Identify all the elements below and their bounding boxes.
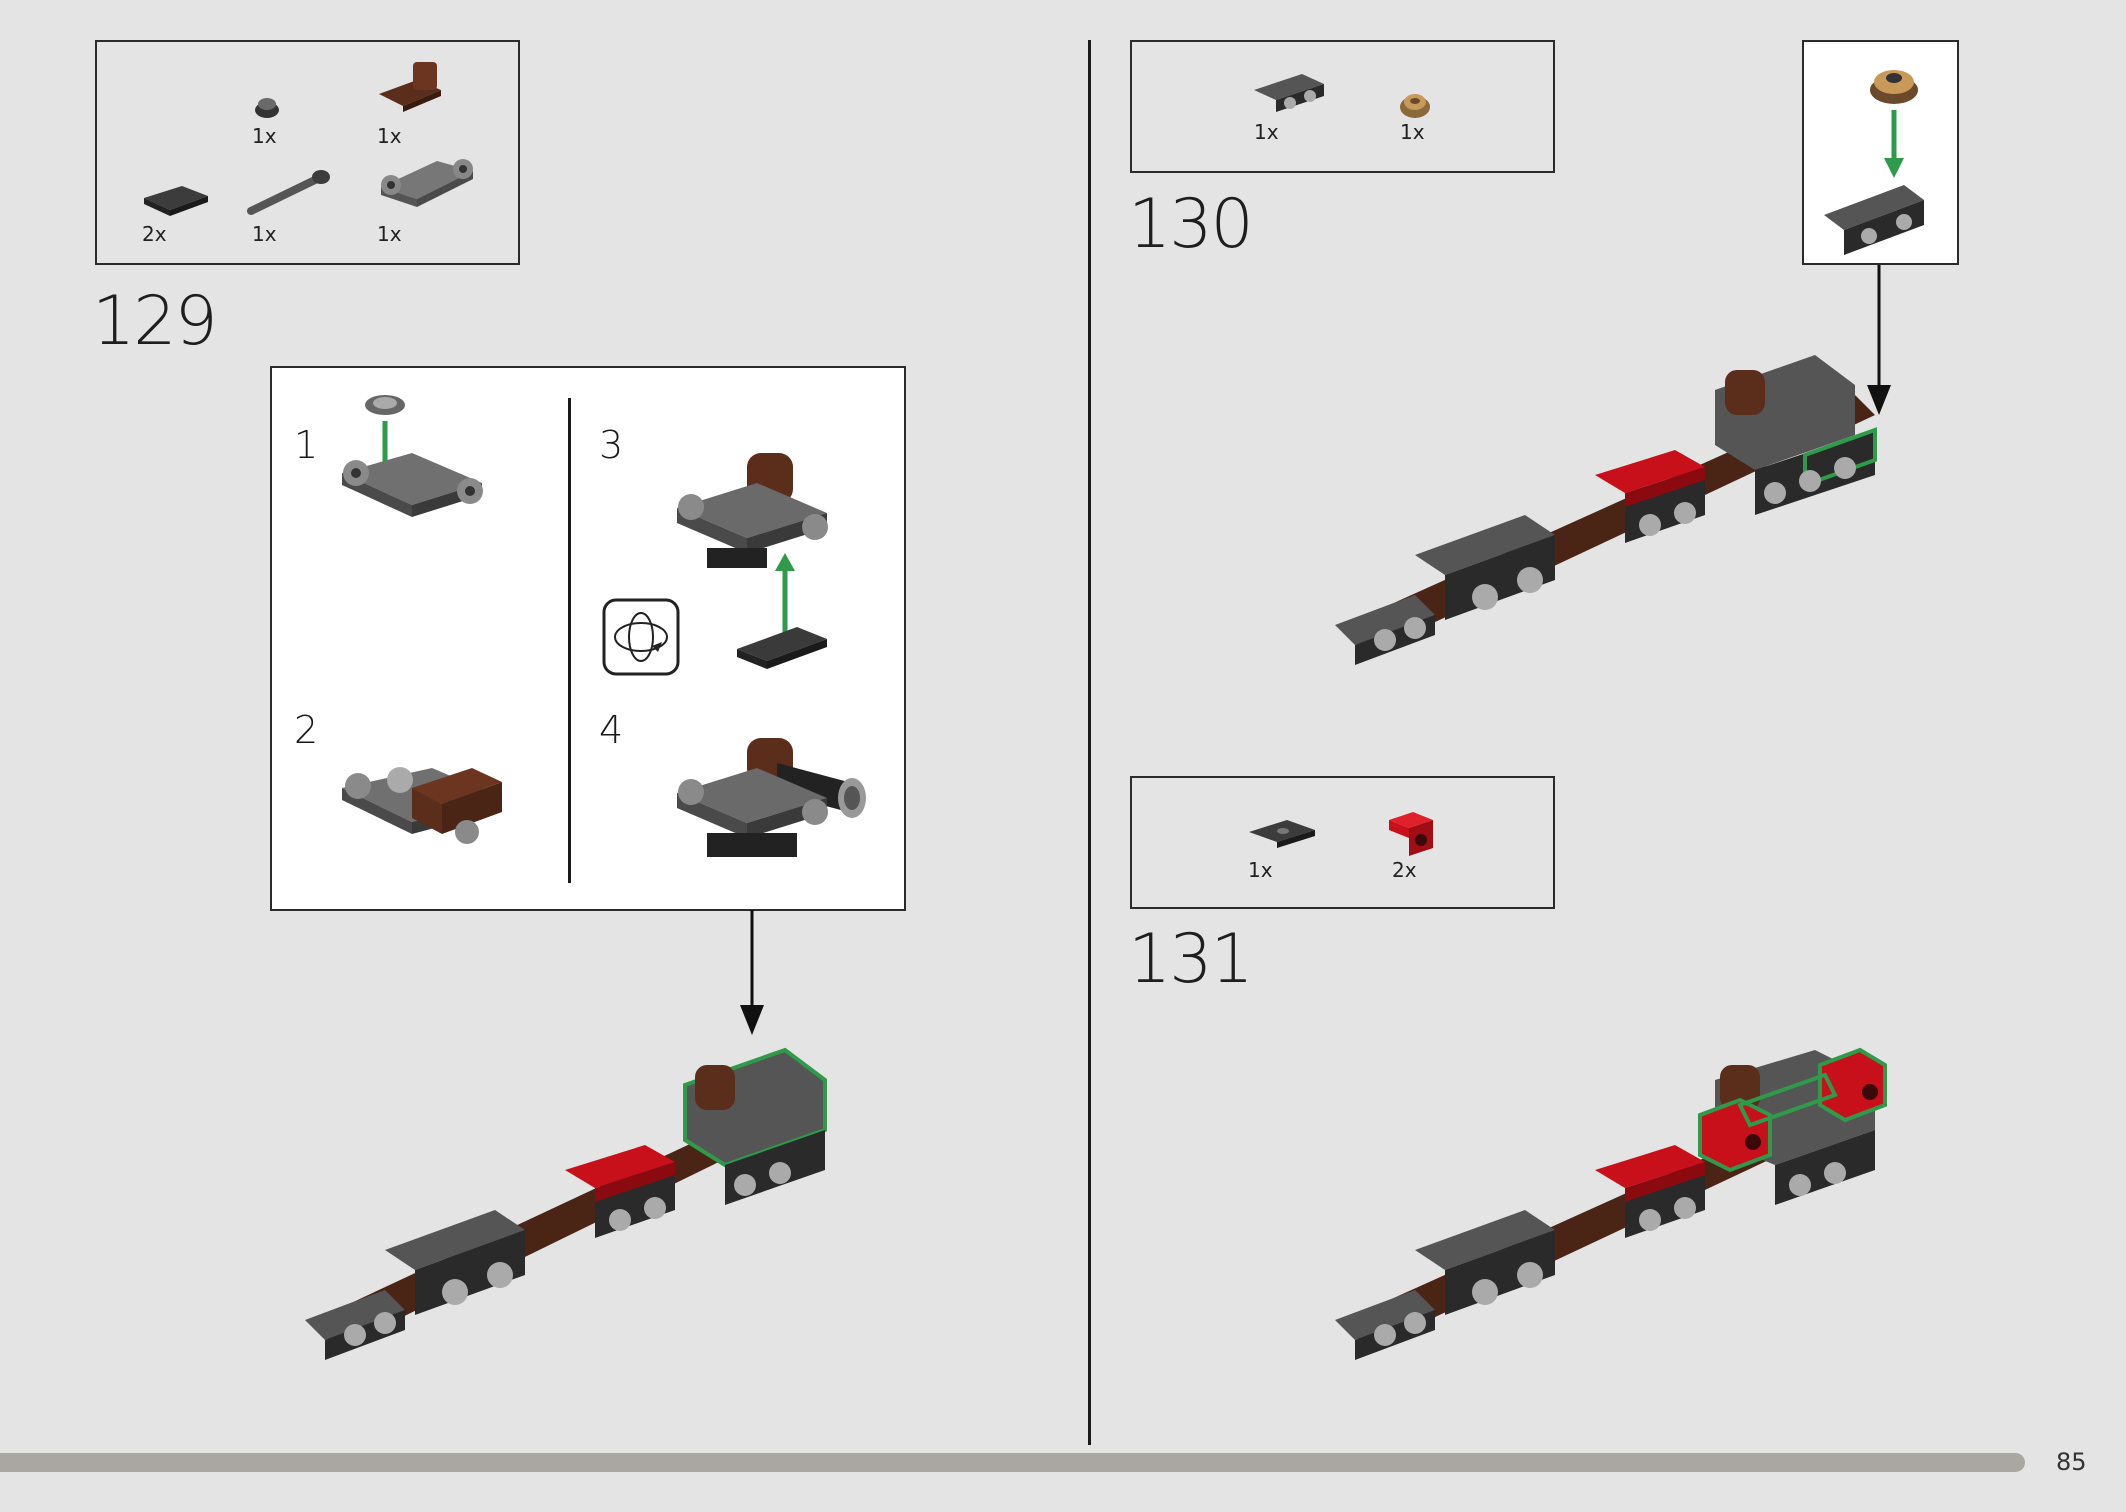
bracket-dark-gray-icon	[1254, 74, 1324, 112]
model-assembly-129	[305, 1047, 827, 1360]
substep-2-illustration	[342, 767, 502, 844]
substep-number: 4	[599, 708, 624, 752]
part-qty: 2x	[1392, 858, 1417, 882]
callout-arrow	[1867, 265, 1891, 415]
detail-illustration	[1824, 70, 1924, 255]
detail-callout-130	[1802, 40, 1959, 265]
part-qty: 1x	[377, 124, 402, 148]
part-qty: 1x	[1254, 120, 1279, 144]
step-number: 131	[1128, 920, 1254, 999]
part-qty: 1x	[377, 222, 402, 246]
red-bracket-icon	[1389, 812, 1433, 856]
tile-jumper-icon	[1249, 820, 1315, 848]
page-divider	[1088, 40, 1091, 1445]
substep-1-illustration	[342, 395, 483, 517]
parts-callout-129: 1x 1x 2x 1x 1x	[95, 40, 520, 265]
callout-arrow	[740, 910, 764, 1035]
subassembly-box: 1 2 3 4	[270, 366, 906, 911]
page-number: 85	[2056, 1448, 2087, 1476]
part-qty: 1x	[1248, 858, 1273, 882]
substep-number: 1	[294, 423, 319, 467]
round-plate-icon	[255, 98, 279, 118]
parts-callout-131: 1x 2x	[1130, 776, 1555, 909]
part-qty: 2x	[142, 222, 167, 246]
substep-divider	[568, 398, 571, 883]
plate-with-holes-icon	[381, 159, 473, 207]
round-tan-tile-icon	[1400, 94, 1430, 118]
substep-4-illustration	[677, 738, 866, 857]
rotate-model-icon	[602, 598, 680, 676]
brown-bracket-icon	[379, 62, 441, 112]
substep-number: 2	[294, 708, 319, 752]
tile-icon	[144, 186, 208, 216]
part-qty: 1x	[1400, 120, 1425, 144]
bar-with-clip-icon	[247, 170, 330, 215]
model-assembly-131	[1335, 1047, 1887, 1360]
part-qty: 1x	[252, 124, 277, 148]
progress-bar-track	[0, 1453, 2025, 1472]
step-number: 130	[1128, 185, 1254, 264]
parts-callout-130: 1x 1x	[1130, 40, 1555, 173]
substep-3-illustration	[677, 453, 828, 669]
step-number: 129	[92, 282, 218, 361]
model-assembly-130	[1335, 355, 1877, 665]
substep-number: 3	[599, 423, 624, 467]
part-qty: 1x	[252, 222, 277, 246]
